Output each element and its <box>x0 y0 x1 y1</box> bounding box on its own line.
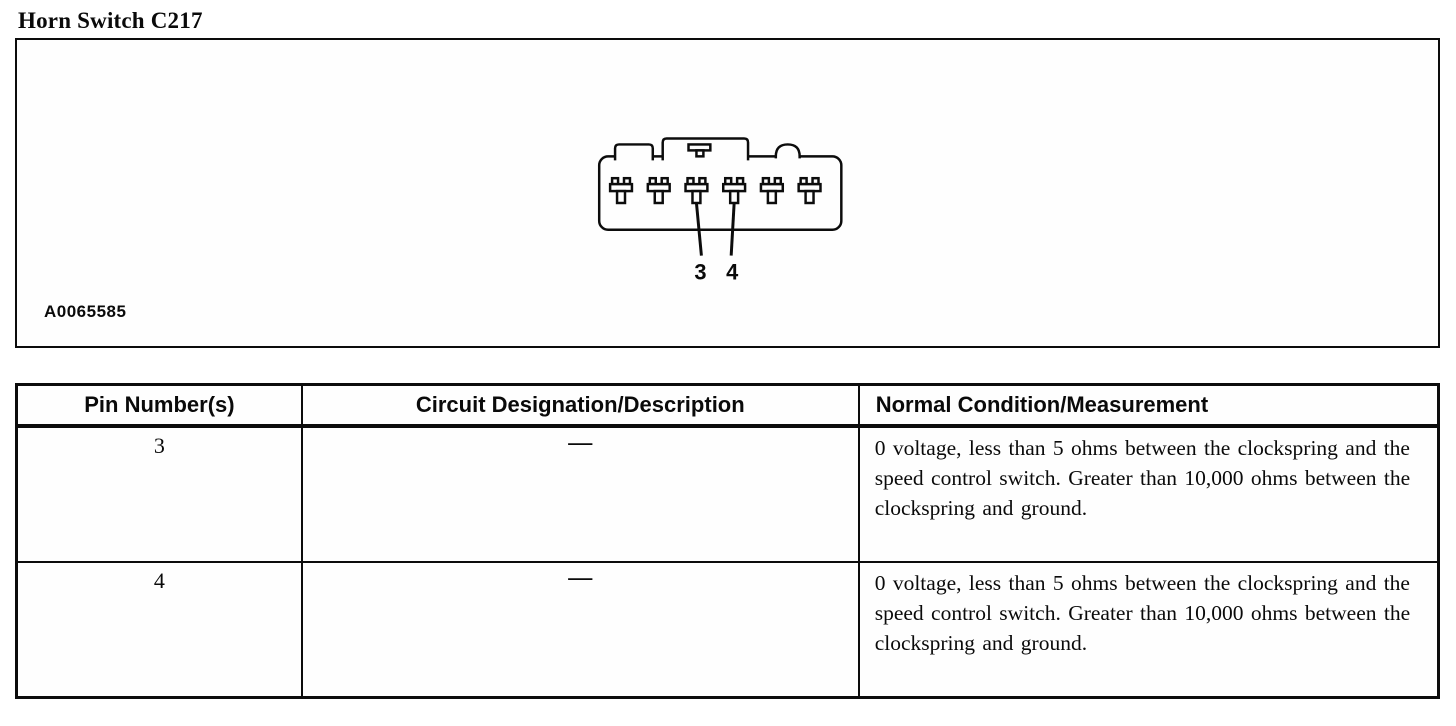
pin4-leader-line <box>729 202 736 256</box>
connector-figure-frame: 3 4 A0065585 <box>15 38 1440 348</box>
header-circuit-designation: Circuit Designation/Description <box>300 383 860 428</box>
header-pin-numbers: Pin Number(s) <box>15 383 303 428</box>
circuit-designation-cell: — <box>300 424 860 563</box>
terminal-3 <box>683 176 709 205</box>
page-title: Horn Switch C217 <box>18 8 203 33</box>
table-row: 3 — 0 voltage, less than 5 ohms between … <box>15 424 1440 563</box>
pin-specification-table: Pin Number(s) Circuit Designation/Descri… <box>15 383 1440 699</box>
table-row: 4 — 0 voltage, less than 5 ohms between … <box>15 560 1440 699</box>
connector-bump <box>774 143 801 159</box>
connector-left-tab <box>613 143 654 161</box>
terminal-2 <box>646 176 671 205</box>
pin-number-cell: 4 <box>15 560 303 699</box>
normal-condition-cell: 0 voltage, less than 5 ohms between the … <box>857 424 1440 563</box>
terminal-1 <box>608 176 633 205</box>
connector-key-stem <box>694 149 705 158</box>
connector-diagram: 3 4 <box>597 137 843 284</box>
pin3-leader-line <box>694 202 703 256</box>
pin4-callout-label: 4 <box>726 259 739 284</box>
terminal-4 <box>721 176 746 205</box>
pin-number-cell: 3 <box>15 424 303 563</box>
normal-condition-cell: 0 voltage, less than 5 ohms between the … <box>857 560 1440 699</box>
circuit-designation-cell: — <box>300 560 860 699</box>
terminal-6 <box>796 176 822 205</box>
figure-id-label: A0065585 <box>44 302 127 321</box>
table-header-row: Pin Number(s) Circuit Designation/Descri… <box>15 383 1440 428</box>
terminal-5 <box>759 176 784 205</box>
pin3-callout-label: 3 <box>694 259 706 284</box>
header-normal-condition: Normal Condition/Measurement <box>857 383 1440 428</box>
